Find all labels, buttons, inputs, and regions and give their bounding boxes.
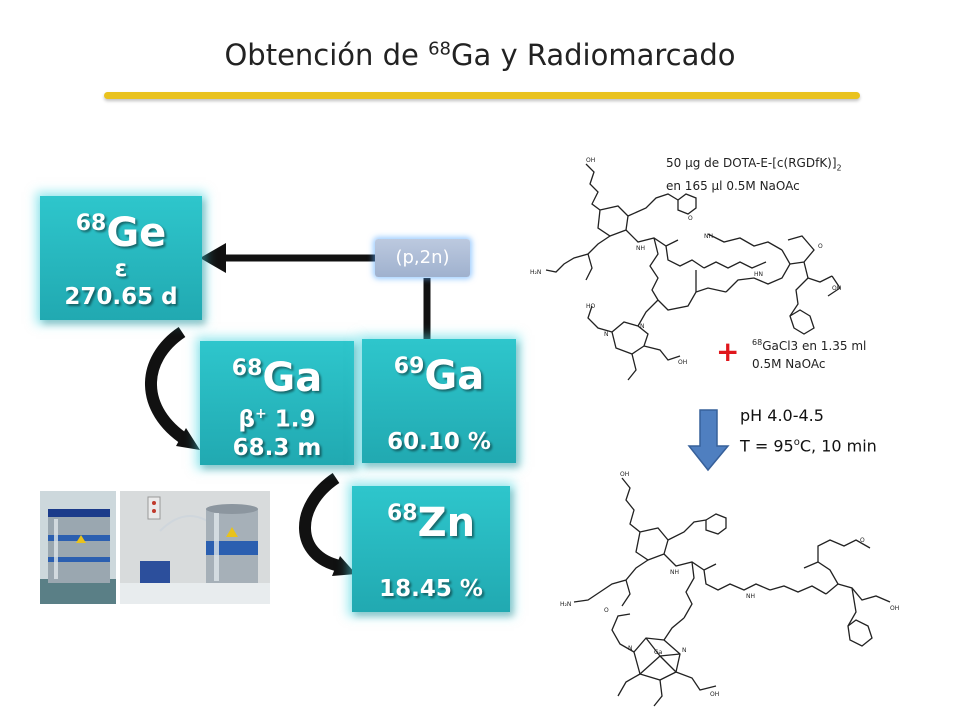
title-underline [104,92,860,99]
mol-label: NH [746,593,755,600]
mol-label: HN [754,271,763,278]
mol-label: H₂N [560,601,571,608]
mol-label: O [604,607,609,614]
mol-label: OH [678,359,687,366]
mol-label: HO [586,303,596,310]
ge68-half-life: 270.65 d [64,284,178,310]
reaction-label: (p,2n) [375,239,470,277]
mol-label: N [682,647,687,654]
generator-photo-left [40,491,116,604]
mol-label: O [818,243,823,250]
gallium-note-line1: 68GaCl3 en 1.35 ml [752,338,867,353]
reagent-note-line1: 50 μg de DOTA-E-[c(RGDfK)]2 [666,156,842,173]
zn68-abundance: 18.45 % [379,576,483,602]
mol-label: N [640,323,645,330]
molecule-bottom: OH NH H₂N NH O OH Ga N N OH O [560,471,899,707]
nuclide-box-ga68: 68Ga β+ 1.9 68.3 m [200,341,354,465]
ga-to-zn-arc [299,473,342,572]
mol-label: NH [670,569,679,576]
mol-label: O [860,537,865,544]
page-title: Obtención de 68Ga y Radiomarcado [224,38,736,72]
mol-label: O [688,215,693,222]
generator-photo-right [120,491,270,604]
mol-label: H₂N [530,269,541,276]
mol-label: OH [710,691,719,698]
reagent-note-line2: en 165 μl 0.5M NaOAc [666,179,800,194]
ga-to-zn-arrowhead [332,556,356,576]
mol-label: OH [620,471,629,478]
ge-to-ga-arc [145,327,190,446]
ge68-symbol: 68Ge [75,210,167,256]
reagent-note: 50 μg de DOTA-E-[c(RGDfK)]2 en 165 μl 0.… [666,154,842,195]
molecule-top: OH O NH H₂N NH HN O OH N N HO OH [530,157,841,381]
ga69-abundance: 60.10 % [387,429,491,455]
mol-label: NH [636,245,645,252]
nuclide-box-zn68: 68Zn 18.45 % [352,486,510,612]
mol-label: Ga [654,649,663,656]
ga69-symbol: 69Ga [393,353,485,399]
mol-label: N [628,645,633,652]
gallium-note: 68GaCl3 en 1.35 ml 0.5M NaOAc [752,334,866,373]
connector-arrowhead [200,243,226,273]
gallium-note-line2: 0.5M NaOAc [752,357,826,371]
nuclide-box-ge68: 68Ge ε 270.65 d [40,196,202,320]
ga68-decay-energy: β+ 1.9 [238,406,316,433]
reaction-conditions: pH 4.0-4.5 T = 95oC, 10 min [740,402,877,459]
ga68-symbol: 68Ga [231,355,323,401]
zn68-symbol: 68Zn [386,500,476,546]
ga68-half-life: 68.3 m [232,434,322,461]
condition-ph: pH 4.0-4.5 [740,406,824,425]
nuclide-box-ga69: 69Ga 60.10 % [362,339,516,463]
mol-label: OH [586,157,595,164]
mol-label: OH [890,605,899,612]
mol-label: N [604,331,609,338]
mol-label: NH [704,233,713,240]
ge-to-ga-arrowhead [176,428,200,450]
condition-temperature: T = 95oC, 10 min [740,436,877,456]
mol-label: OH [832,285,841,292]
plus-sign: + [716,335,740,368]
down-arrow [687,409,730,472]
ge68-decay-mode: ε [114,256,128,282]
